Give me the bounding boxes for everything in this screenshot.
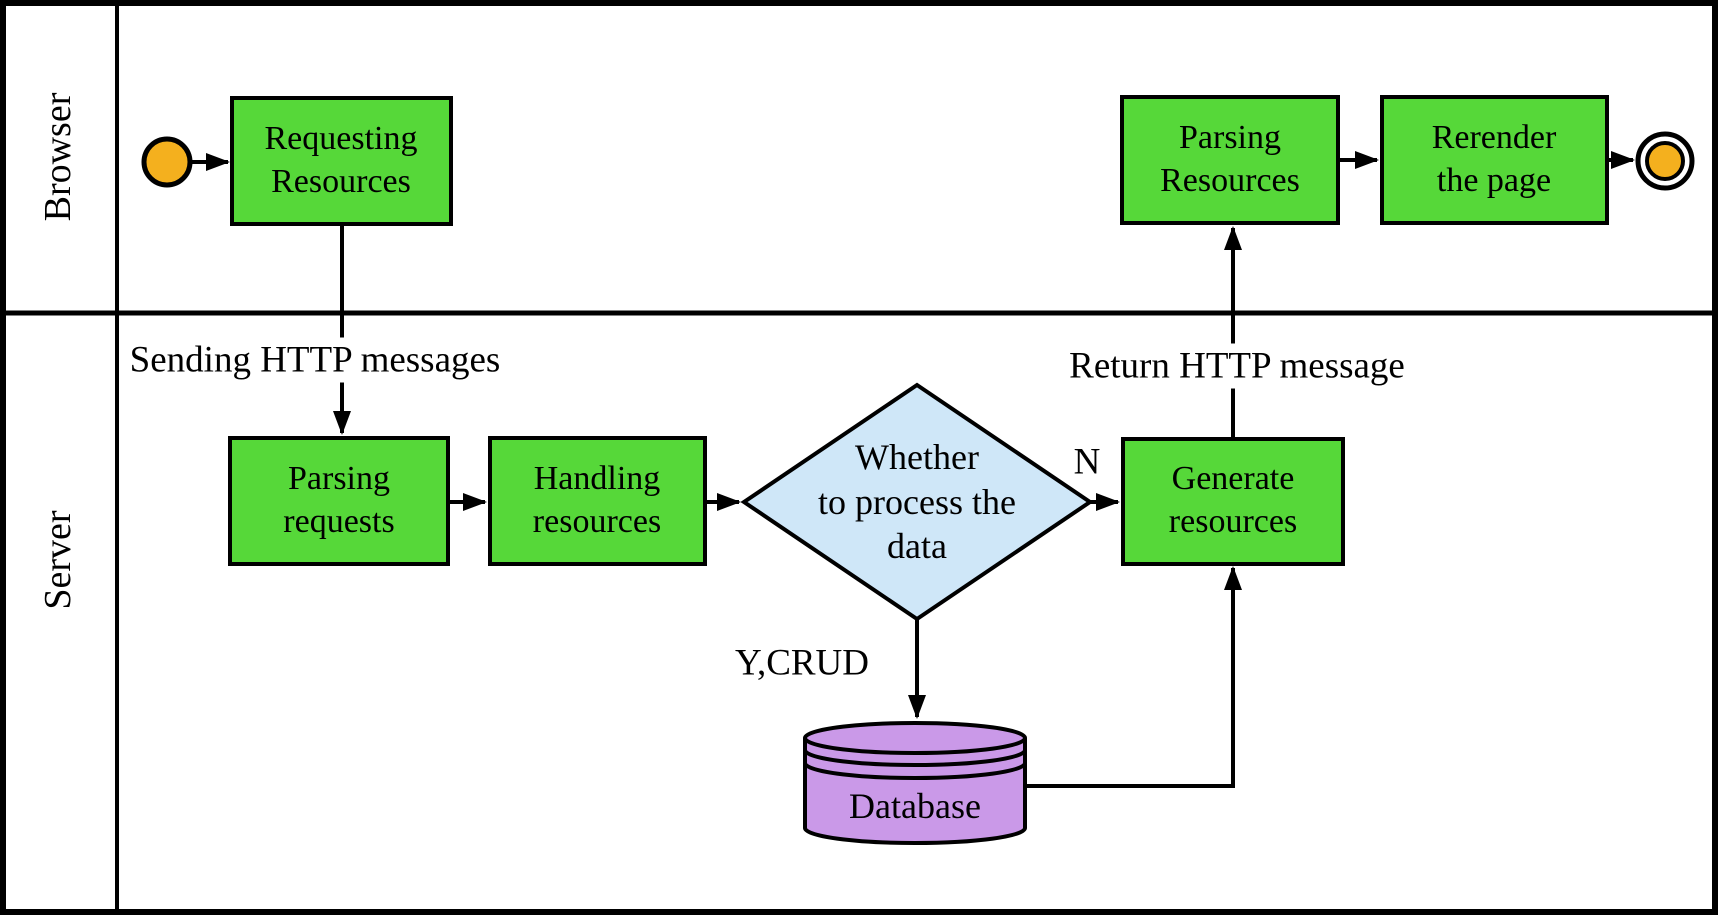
database-cylinder-ring-arc-1 [803,749,1027,767]
lane-label-browser: Browser [37,92,79,222]
task-label-handling-resources: Handling resources [532,460,662,540]
decision-label: Whether to process the data [818,437,1016,567]
task-label-generate-resources: Generate resources [1168,460,1298,540]
start-event-circle [141,136,193,188]
lane-label-server: Server [37,510,79,610]
task-rerender-page [1380,95,1609,225]
task-label-parsing-requests: Parsing requests [283,460,395,540]
flow-database-to-generate [1025,566,1242,788]
decision-diamond [740,382,1094,622]
task-handling-resources [488,436,707,566]
flow-label-yes-crud: Y,CRUD [735,642,869,684]
task-label-rerender-page: Rerender the page [1431,119,1557,199]
task-label-requesting-resources: Requesting Resources [264,120,418,200]
flow-label-return-http-message: Return HTTP message [1059,343,1415,389]
flow-label-sending-http-messages: Sending HTTP messages [119,337,511,383]
database-label: Database [849,786,981,826]
flow-label-no: N [1073,441,1101,483]
task-parsing-resources [1120,95,1340,225]
end-event-inner-circle [1645,141,1685,181]
task-generate-resources [1121,437,1345,566]
task-parsing-requests [228,436,450,566]
task-requesting-resources [230,96,453,226]
database-cylinder-ring-arc-2 [803,762,1027,780]
task-label-parsing-resources: Parsing Resources [1160,119,1300,199]
database-cylinder-top-arc [803,737,1027,755]
